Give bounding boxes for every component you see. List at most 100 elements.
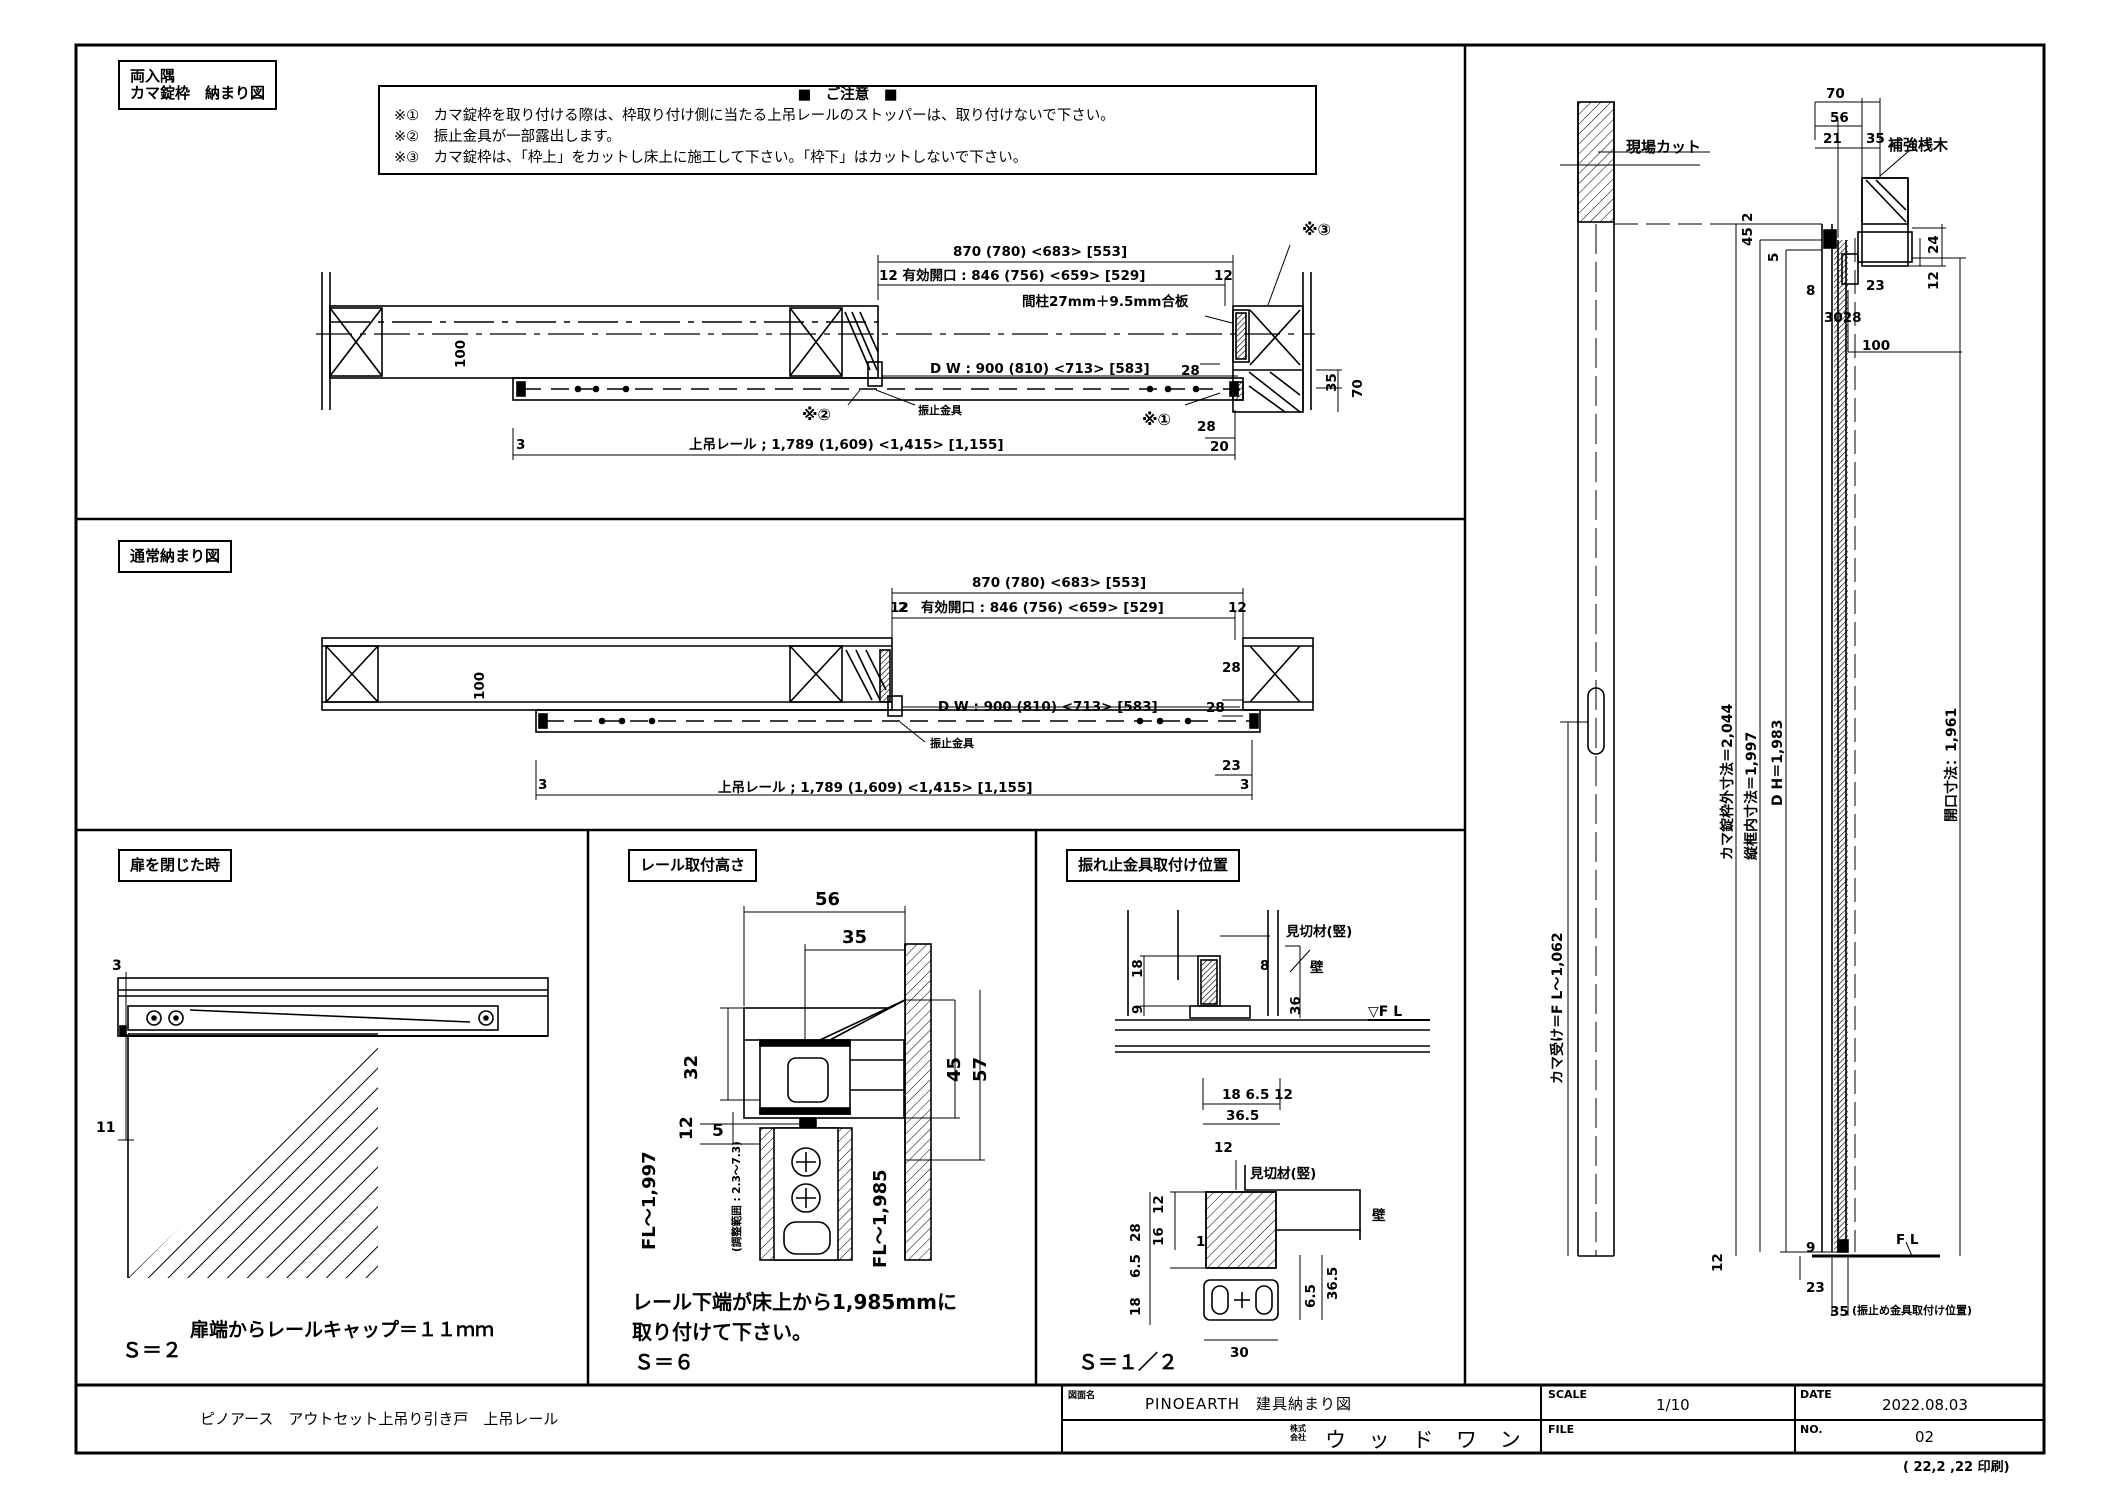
stop-dim-6-5: 6.5 bbox=[1128, 1254, 1144, 1278]
elev-dh: D H＝1,983 bbox=[1770, 720, 1786, 807]
note-1: ※① カマ錠枠を取り付ける際は、枠取り付け側に当たる上吊レールのストッパーは、取… bbox=[394, 108, 1115, 124]
plan1-post-note: 間柱27mm＋9.5mm合板 bbox=[1022, 293, 1189, 310]
elev-dim-56: 56 bbox=[1830, 110, 1849, 126]
stop-dim-9: 9 bbox=[1130, 1005, 1146, 1014]
plan2-dim-3a: 3 bbox=[538, 777, 547, 793]
rail-caption-2: 取り付けて下さい。 bbox=[632, 1320, 812, 1344]
elev-dim-70: 70 bbox=[1826, 86, 1845, 102]
rail-dim-35: 35 bbox=[842, 927, 867, 948]
plan2-dim-28a: 28 bbox=[1222, 660, 1241, 676]
elev-kama-receive: カマ受け＝F L～1,062 bbox=[1549, 932, 1566, 1084]
plan2-rail-length: 上吊レール ; 1,789 (1,609) <1,415> [1,155] bbox=[718, 780, 1033, 796]
elev-dim-9: 9 bbox=[1806, 1240, 1815, 1256]
stop-dim-1: 1 bbox=[1196, 1234, 1205, 1250]
plan2-dimensions bbox=[478, 588, 1253, 800]
panel-label-line-1: 両入隅 bbox=[130, 67, 176, 85]
elev-dim-23b: 23 bbox=[1806, 1280, 1825, 1296]
stop-dim-36: 36 bbox=[1288, 996, 1304, 1015]
elev-stopper-position: (振止め金具取付け位置) bbox=[1852, 1303, 1972, 1317]
plan-double-inner-corner bbox=[316, 272, 1315, 413]
drawing-name-label: 図面名 bbox=[1068, 1391, 1096, 1401]
stop-dim-16: 16 bbox=[1151, 1227, 1167, 1246]
stopper-position-detail bbox=[1115, 910, 1430, 1341]
rail-adjust-range: (調整範囲 : 2.3～7.3) bbox=[730, 1141, 743, 1252]
plan1-effective-opening: 12 有効開口 : 846 (756) <659> [529] bbox=[879, 267, 1145, 284]
caution-notes: ■ ご注意 ■ ※① カマ錠枠を取り付ける際は、枠取り付け側に当たる上吊レールの… bbox=[378, 85, 1317, 175]
panel-label-closed: 扉を閉じた時 bbox=[118, 849, 233, 882]
plan-standard bbox=[321, 637, 1314, 733]
stop-dim-12c: 12 bbox=[1151, 1195, 1167, 1214]
plan2-dim-12a: 12 bbox=[890, 600, 909, 616]
product-name: ピノアース アウトセット上吊り引き戸 上吊レール bbox=[200, 1410, 559, 1428]
stop-fl-mark: ▽F L bbox=[1368, 1004, 1402, 1020]
plan1-text: 870 (780) <683> [553] 12 有効開口 : 846 (756… bbox=[453, 220, 1366, 455]
plan1-overall-width: 870 (780) <683> [553] bbox=[953, 244, 1127, 260]
date-label: DATE bbox=[1800, 1388, 1832, 1401]
stop-wall-label-2: 壁 bbox=[1372, 1207, 1386, 1224]
plan2-stopper-label: 振止金具 bbox=[930, 736, 974, 750]
stop-mikiri-label: 見切材(竪) bbox=[1285, 923, 1352, 940]
plan1-rail-length: 上吊レール ; 1,789 (1,609) <1,415> [1,155] bbox=[689, 437, 1004, 453]
stop-wall-label: 壁 bbox=[1310, 959, 1324, 976]
rail-dim-45: 45 bbox=[944, 1057, 965, 1082]
elev-dim-21: 21 bbox=[1823, 131, 1842, 147]
plan1-mark-1: ※① bbox=[1142, 410, 1171, 429]
panel-label-stopper: 振れ止金具取付け位置 bbox=[1066, 849, 1241, 882]
rail-dim-56: 56 bbox=[815, 889, 840, 910]
scale-label: SCALE bbox=[1548, 1388, 1588, 1401]
elev-dim-12: 12 bbox=[1926, 271, 1942, 290]
note-2: ※② 振止金具が一部露出します。 bbox=[394, 129, 621, 145]
elev-frame-inner: 縦框内寸法＝1,997 bbox=[1743, 732, 1760, 860]
panel-label-standard: 通常納まり図 bbox=[118, 540, 233, 573]
rail-dim-5: 5 bbox=[712, 1121, 724, 1141]
closed-caption: 扉端からレールキャップ＝１１ｍｍ bbox=[190, 1319, 495, 1341]
elev-dim-100: 100 bbox=[1862, 338, 1890, 354]
sheet-frame bbox=[74, 43, 2046, 1455]
no-label: NO. bbox=[1800, 1423, 1823, 1436]
rail-height-text: 56 35 32 45 57 12 5 FL～1,997 FL～1,985 (調… bbox=[639, 889, 991, 1268]
print-note: ( 22,2 ,22 印刷) bbox=[1903, 1460, 2010, 1475]
plan1-dim-12: 12 bbox=[1214, 268, 1233, 284]
closed-dim-11: 11 bbox=[96, 1120, 115, 1136]
elev-dim-8: 8 bbox=[1806, 283, 1815, 299]
rail-dim-12: 12 bbox=[677, 1116, 697, 1140]
elev-dim-2: 2 bbox=[1740, 213, 1756, 222]
plan1-dim-100: 100 bbox=[453, 340, 469, 368]
scale-value: 1/10 bbox=[1656, 1396, 1690, 1414]
closed-door-text: 3 11 bbox=[96, 958, 122, 1136]
elev-dim-24: 24 bbox=[1926, 235, 1942, 254]
elev-kama-outer: カマ錠枠外寸法＝2,044 bbox=[1719, 703, 1736, 860]
closed-door-detail bbox=[117, 972, 549, 1278]
elev-dim-35: 35 bbox=[1866, 131, 1885, 147]
plan2-dim-100: 100 bbox=[472, 672, 488, 700]
plan1-dim-70: 70 bbox=[1350, 379, 1366, 398]
no-value: 02 bbox=[1915, 1428, 1935, 1446]
stop-dim-28: 28 bbox=[1128, 1223, 1144, 1242]
rail-height-detail bbox=[700, 906, 985, 1261]
stopper-scale: Ｓ＝１／２ bbox=[1078, 1350, 1178, 1374]
stop-dim-18: 18 bbox=[1130, 959, 1146, 978]
plan2-dim-12b: 12 bbox=[1228, 600, 1247, 616]
elev-dim-23: 23 bbox=[1866, 278, 1885, 294]
plan1-mark-2: ※② bbox=[802, 405, 831, 424]
date-value: 2022.08.03 bbox=[1882, 1396, 1968, 1414]
note-3: ※③ カマ錠枠は、「枠上」をカットし床上に施工して下さい。「枠下」はカットしない… bbox=[394, 150, 1028, 166]
plan1-dimensions bbox=[478, 244, 1342, 460]
plan2-dim-23: 23 bbox=[1222, 758, 1241, 774]
elevation-section bbox=[1560, 98, 1966, 1316]
file-label: FILE bbox=[1548, 1423, 1575, 1436]
plan1-door-width: D W : 900 (810) <713> [583] bbox=[930, 361, 1150, 377]
plan2-overall-width: 870 (780) <683> [553] bbox=[972, 575, 1146, 591]
rail-dim-32: 32 bbox=[681, 1055, 702, 1080]
elev-reinforce-label: 補強桟木 bbox=[1887, 136, 1949, 154]
rail-caption-1: レール下端が床上から1,985mmに bbox=[632, 1290, 957, 1314]
panel-label-double-corner: 両入隅 カマ錠枠 納まり図 bbox=[118, 60, 278, 110]
plan1-stopper-label: 振止金具 bbox=[918, 403, 962, 417]
rail-scale: Ｓ＝６ bbox=[634, 1350, 694, 1374]
plan2-dim-3b: 3 bbox=[1240, 777, 1249, 793]
stopper-position-text: 18 8 9 36 ▽F L 壁 見切材(竪) 18 6.5 12 36.5 1… bbox=[1128, 923, 1402, 1361]
stop-dim-18b: 18 bbox=[1128, 1297, 1144, 1316]
elev-dim-35b: 35 bbox=[1830, 1304, 1849, 1320]
stop-dim-6-5b: 6.5 bbox=[1303, 1284, 1319, 1308]
